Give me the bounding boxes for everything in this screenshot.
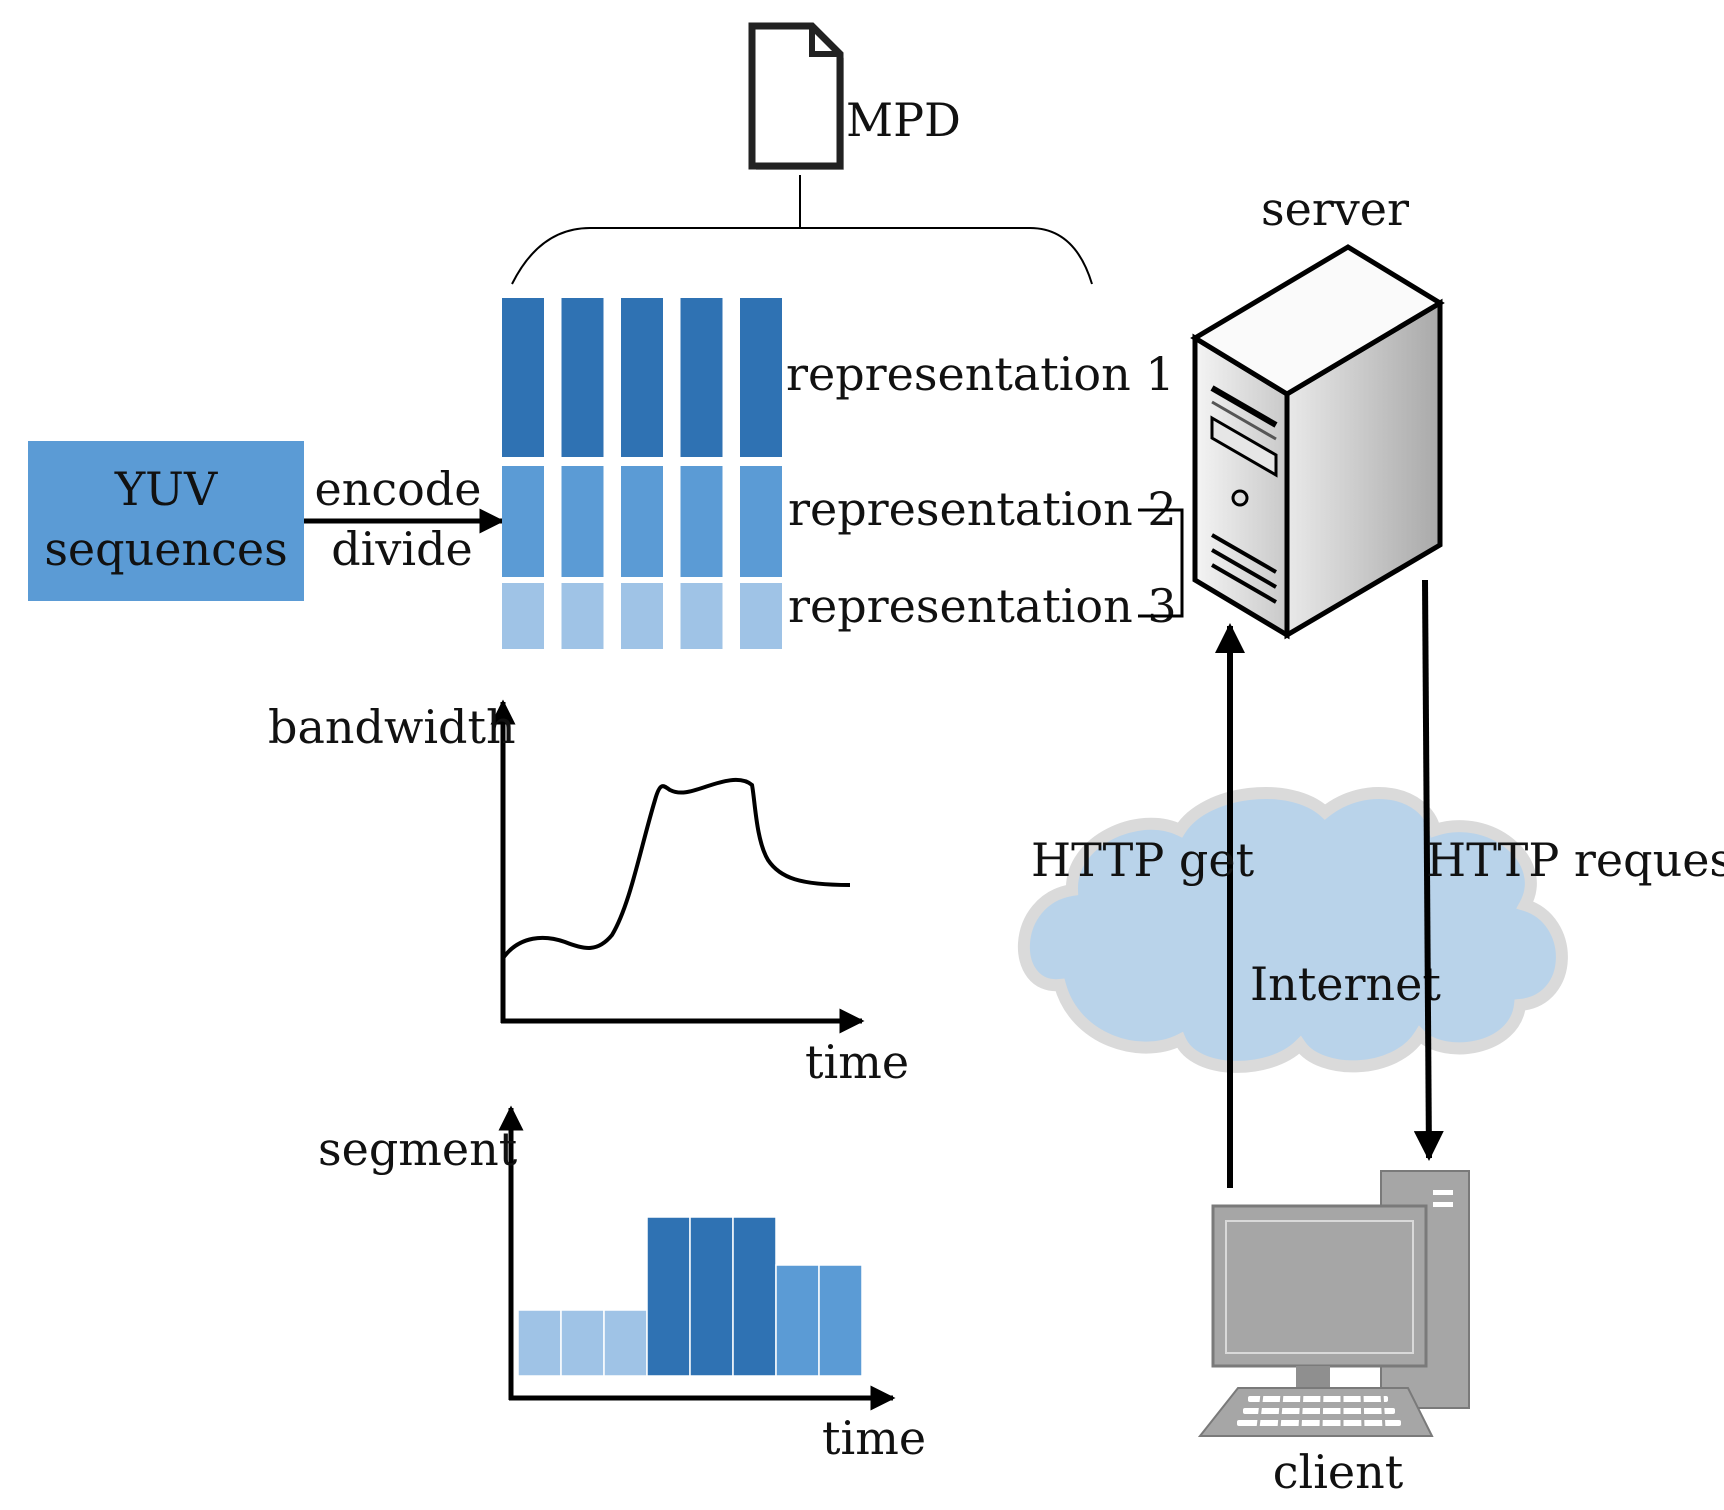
representation-1-segment — [621, 298, 663, 457]
segment-x-label: time — [822, 1411, 926, 1465]
representation-1-segment — [502, 298, 544, 457]
representation-3-segment — [621, 583, 663, 649]
segment-bar — [603, 1309, 648, 1377]
yuv-source-box: YUV sequences — [28, 441, 304, 601]
representation-1-segment — [740, 298, 782, 457]
bandwidth-y-label: bandwidth — [268, 700, 516, 754]
yuv-label: YUV — [114, 462, 218, 516]
representation-3-segment — [740, 583, 782, 649]
representation-bracket — [1138, 508, 1184, 618]
encode-label: encode — [315, 462, 482, 516]
bandwidth-curve — [501, 777, 851, 960]
http-request-label: HTTP request — [1426, 833, 1724, 887]
representation-2-segment — [740, 466, 782, 577]
server-label: server — [1261, 182, 1409, 236]
http-get-label: HTTP get — [1031, 833, 1255, 887]
representation-2-label: representation 2 — [788, 482, 1177, 536]
segment-bar — [732, 1216, 777, 1377]
representation-1-segment — [680, 298, 723, 457]
segment-bars — [517, 1216, 863, 1377]
segment-bar — [775, 1264, 820, 1377]
mpd-brace — [511, 227, 1093, 285]
segment-bar — [689, 1216, 734, 1377]
representation-2-segment — [621, 466, 663, 577]
desktop-computer-icon — [1197, 1170, 1470, 1437]
divide-label: divide — [331, 522, 473, 576]
segment-chart: segment time — [318, 1105, 926, 1465]
mpd-label: MPD — [846, 93, 961, 147]
segment-bar — [517, 1309, 562, 1377]
segment-bar — [646, 1216, 691, 1377]
representation-2-segment — [502, 466, 544, 577]
representation-1-label: representation 1 — [786, 347, 1175, 401]
segment-bar — [560, 1309, 605, 1377]
representation-2-segment — [561, 466, 604, 577]
representation-2-segment — [680, 466, 723, 577]
server-icon — [1190, 244, 1445, 640]
representation-3-segment — [561, 583, 604, 649]
representation-3-segment — [502, 583, 544, 649]
sequences-label: sequences — [44, 522, 287, 576]
segment-bar — [818, 1264, 863, 1377]
client-label: client — [1273, 1445, 1404, 1499]
segment-y-label: segment — [318, 1122, 518, 1176]
internet-label: Internet — [1250, 957, 1441, 1011]
representation-3-segment — [680, 583, 723, 649]
document-icon — [748, 22, 844, 170]
bandwidth-chart: bandwidth time — [268, 699, 909, 1089]
representation-1-segment — [561, 298, 604, 457]
representation-segment-grid — [502, 298, 782, 649]
http-request-arrow — [1413, 579, 1444, 1161]
representation-3-label: representation 3 — [788, 579, 1177, 633]
bandwidth-x-label: time — [805, 1035, 909, 1089]
